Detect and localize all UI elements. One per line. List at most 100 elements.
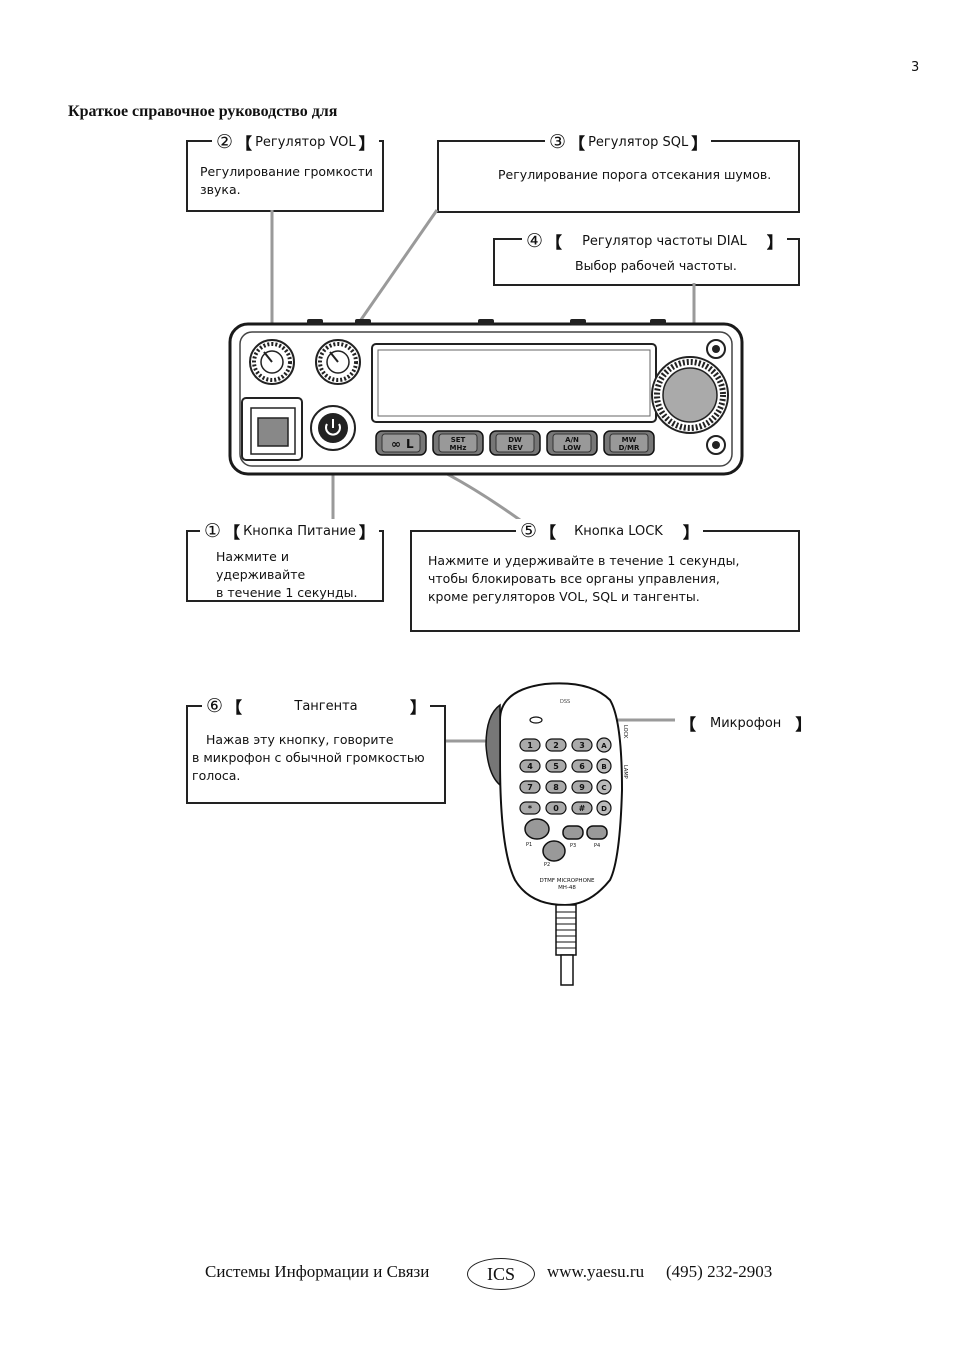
mic-key-4[interactable]: 4: [519, 759, 541, 773]
radio-button-label-top: SET: [451, 436, 466, 444]
svg-text:DSS: DSS: [560, 699, 570, 705]
radio-button-label-top: MW: [622, 436, 637, 444]
mic-key-7[interactable]: 7: [519, 780, 541, 794]
mic-key-B[interactable]: B: [596, 758, 612, 774]
callout-vol-title: Регулятор VOL: [255, 134, 356, 150]
callout-sql-title: Регулятор SQL: [588, 134, 689, 150]
callout-power-number: ①: [204, 519, 222, 542]
bracket-close: 】: [682, 523, 699, 542]
callout-sql-text-1: Регулирование порога отсекания шумов.: [498, 167, 772, 182]
radio-front-panel: [228, 319, 744, 476]
mic-label-p2: P2: [544, 862, 550, 868]
bracket-close: 】: [691, 134, 708, 153]
mic-key-label: 6: [579, 762, 585, 771]
callout-lock-title: Кнопка LOCK: [574, 523, 663, 539]
callout-power-header: ① 【 Кнопка Питание 】: [200, 519, 379, 543]
radio-button-label-top: DW: [508, 436, 522, 444]
mic-label-model-number: MH-48: [558, 885, 576, 891]
mic-key-label: 0: [553, 804, 559, 813]
callout-lock-text-1: Нажмите и удерживайте в течение 1 секунд…: [428, 553, 740, 568]
microphone-drawing: DSS: [485, 682, 624, 986]
mic-key-A[interactable]: A: [596, 737, 612, 753]
callout-ptt-title: Тангента: [294, 698, 358, 714]
mic-label-p3: P3: [570, 843, 576, 849]
callout-dial-title: Регулятор частоты DIAL: [582, 233, 747, 249]
mic-key-0[interactable]: 0: [545, 801, 567, 815]
mic-key-9[interactable]: 9: [571, 780, 593, 794]
label-microphone-title: Микрофон: [710, 715, 782, 731]
callout-ptt-header: ⑥ 【 Тангента 】: [202, 694, 430, 718]
mic-key-label: D: [601, 805, 607, 813]
callout-ptt-text-2: в микрофон с обычной громкостью: [192, 750, 425, 765]
mic-key-label: 5: [553, 762, 559, 771]
mic-key-6[interactable]: 6: [571, 759, 593, 773]
callout-ptt-text-3: голоса.: [192, 768, 241, 783]
mic-key-label: #: [579, 804, 586, 813]
bracket-close: 】: [795, 715, 812, 734]
label-microphone: 【 Микрофон 】: [676, 711, 816, 735]
radio-button-label-top: A/N: [565, 436, 579, 444]
mic-key-label: *: [528, 804, 533, 813]
bracket-open: 【: [569, 134, 586, 153]
microphone-labels: P1 P2 P3 P4 DTMF MICROPHONE MH-48 LOCK L…: [526, 725, 628, 891]
mic-label-p1: P1: [526, 842, 532, 848]
bracket-open: 【: [236, 134, 253, 153]
mic-key-5[interactable]: 5: [545, 759, 567, 773]
bracket-open: 【: [546, 233, 563, 252]
radio-button-5[interactable]: MWD/MR: [603, 430, 655, 456]
mic-label-model: DTMF MICROPHONE: [540, 878, 596, 884]
mic-key-label: 3: [579, 741, 585, 750]
callout-ptt-number: ⑥: [206, 694, 224, 717]
callout-ptt-text-1: Нажав эту кнопку, говорите: [206, 732, 394, 747]
callout-lock-header: ⑤ 【 Кнопка LOCK 】: [516, 519, 703, 543]
mic-key-D[interactable]: D: [596, 800, 612, 816]
footer-phone: (495) 232-2903: [666, 1262, 773, 1281]
callout-vol-number: ②: [216, 130, 234, 153]
callout-dial-number: ④: [526, 229, 544, 252]
callout-vol-text-2: звука.: [200, 182, 241, 197]
bracket-open: 【: [540, 523, 557, 542]
document-title: Краткое справочное руководство для: [68, 103, 338, 120]
mic-key-label: 2: [553, 741, 559, 750]
footer-company: Системы Информации и Связи: [205, 1262, 430, 1281]
radio-button-1[interactable]: ∞L: [375, 430, 427, 456]
radio-button-label: L: [406, 437, 414, 451]
mic-key-label: 7: [527, 783, 533, 792]
radio-button-label: ∞: [391, 437, 401, 451]
mic-key-C[interactable]: C: [596, 779, 612, 795]
mic-key-label: C: [601, 784, 606, 792]
mic-key-label: 1: [527, 741, 533, 750]
callout-dial-header: ④ 【 Регулятор частоты DIAL 】: [522, 229, 787, 253]
footer-website: www.yaesu.ru: [547, 1262, 645, 1281]
callout-lock-number: ⑤: [520, 519, 538, 542]
mic-key-label: 8: [553, 783, 559, 792]
mic-key-3[interactable]: 3: [571, 738, 593, 752]
callout-sql-header: ③ 【 Регулятор SQL 】: [545, 130, 712, 154]
mic-key-#[interactable]: #: [571, 801, 593, 815]
mic-label-lock: LOCK: [622, 725, 628, 739]
mic-key-label: 4: [527, 762, 533, 771]
callout-lock: Нажмите и удерживайте в течение 1 секунд…: [410, 530, 800, 632]
mic-key-2[interactable]: 2: [545, 738, 567, 752]
mic-label-p4: P4: [594, 843, 600, 849]
callout-sql-number: ③: [549, 130, 567, 153]
mic-key-8[interactable]: 8: [545, 780, 567, 794]
mic-key-1[interactable]: 1: [519, 738, 541, 752]
callout-lock-text-3: кроме регуляторов VOL, SQL и тангенты.: [428, 589, 700, 604]
bracket-close: 】: [358, 523, 375, 542]
callout-power-text-2: в течение 1 секунды.: [216, 585, 358, 600]
bracket-close: 】: [409, 698, 426, 717]
radio-button-label-bottom: MHz: [450, 444, 467, 452]
radio-button-label-bottom: D/MR: [619, 444, 640, 452]
mic-key-*[interactable]: *: [519, 801, 541, 815]
bracket-open: 【: [224, 523, 241, 542]
bracket-close: 】: [766, 233, 783, 252]
callout-vol-header: ② 【 Регулятор VOL 】: [212, 130, 379, 154]
callout-vol-text-1: Регулирование громкости: [200, 164, 373, 179]
footer: Системы Информации и Связи ICS www.yaesu…: [205, 1258, 785, 1290]
